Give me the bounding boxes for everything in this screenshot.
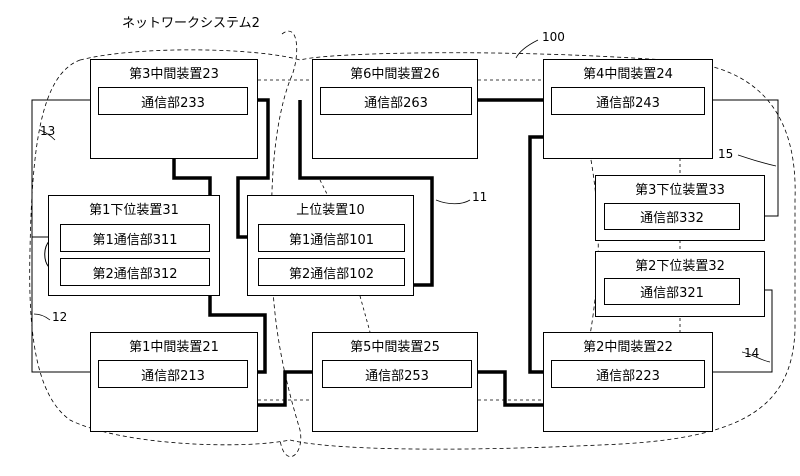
vehicle-outline (29, 49, 796, 450)
ref-line-12: 12 (52, 310, 68, 324)
comm-unit-223: 通信部223 (551, 360, 705, 388)
device-title: 上位装置10 (296, 203, 365, 218)
ref-main-line: 11 (472, 190, 488, 204)
device-title: 第1下位装置31 (89, 203, 179, 218)
ref-line-14: 14 (744, 346, 760, 360)
comm-unit-213: 通信部213 (98, 360, 248, 388)
comm-unit-312: 第2通信部312 (60, 258, 210, 286)
device-title: 第6中間装置26 (350, 67, 440, 82)
ref-vehicle: 100 (542, 30, 565, 44)
ref-line-15: 15 (718, 147, 734, 161)
device-title: 第2下位装置32 (635, 259, 725, 274)
comm-unit-101: 第1通信部101 (258, 224, 405, 252)
device-title: 第2中間装置22 (583, 340, 673, 355)
system-boundary (271, 30, 302, 457)
ref-line-13: 13 (40, 124, 56, 138)
device-title: 第3中間装置23 (129, 67, 219, 82)
system-title: ネットワークシステム2 (122, 16, 260, 31)
comm-unit-321: 通信部321 (604, 278, 740, 305)
device-title: 第5中間装置25 (350, 340, 440, 355)
device-title: 第1中間装置21 (129, 340, 219, 355)
comm-unit-311: 第1通信部311 (60, 224, 210, 252)
device-title: 第3下位装置33 (635, 183, 725, 198)
comm-unit-233: 通信部233 (98, 87, 248, 115)
comm-unit-243: 通信部243 (551, 87, 705, 115)
device-title: 第4中間装置24 (583, 67, 673, 82)
comm-unit-253: 通信部253 (322, 360, 472, 388)
ref-leaders (33, 39, 777, 363)
comm-unit-332: 通信部332 (604, 203, 740, 230)
comm-unit-102: 第2通信部102 (258, 258, 405, 286)
comm-unit-263: 通信部263 (320, 87, 472, 115)
